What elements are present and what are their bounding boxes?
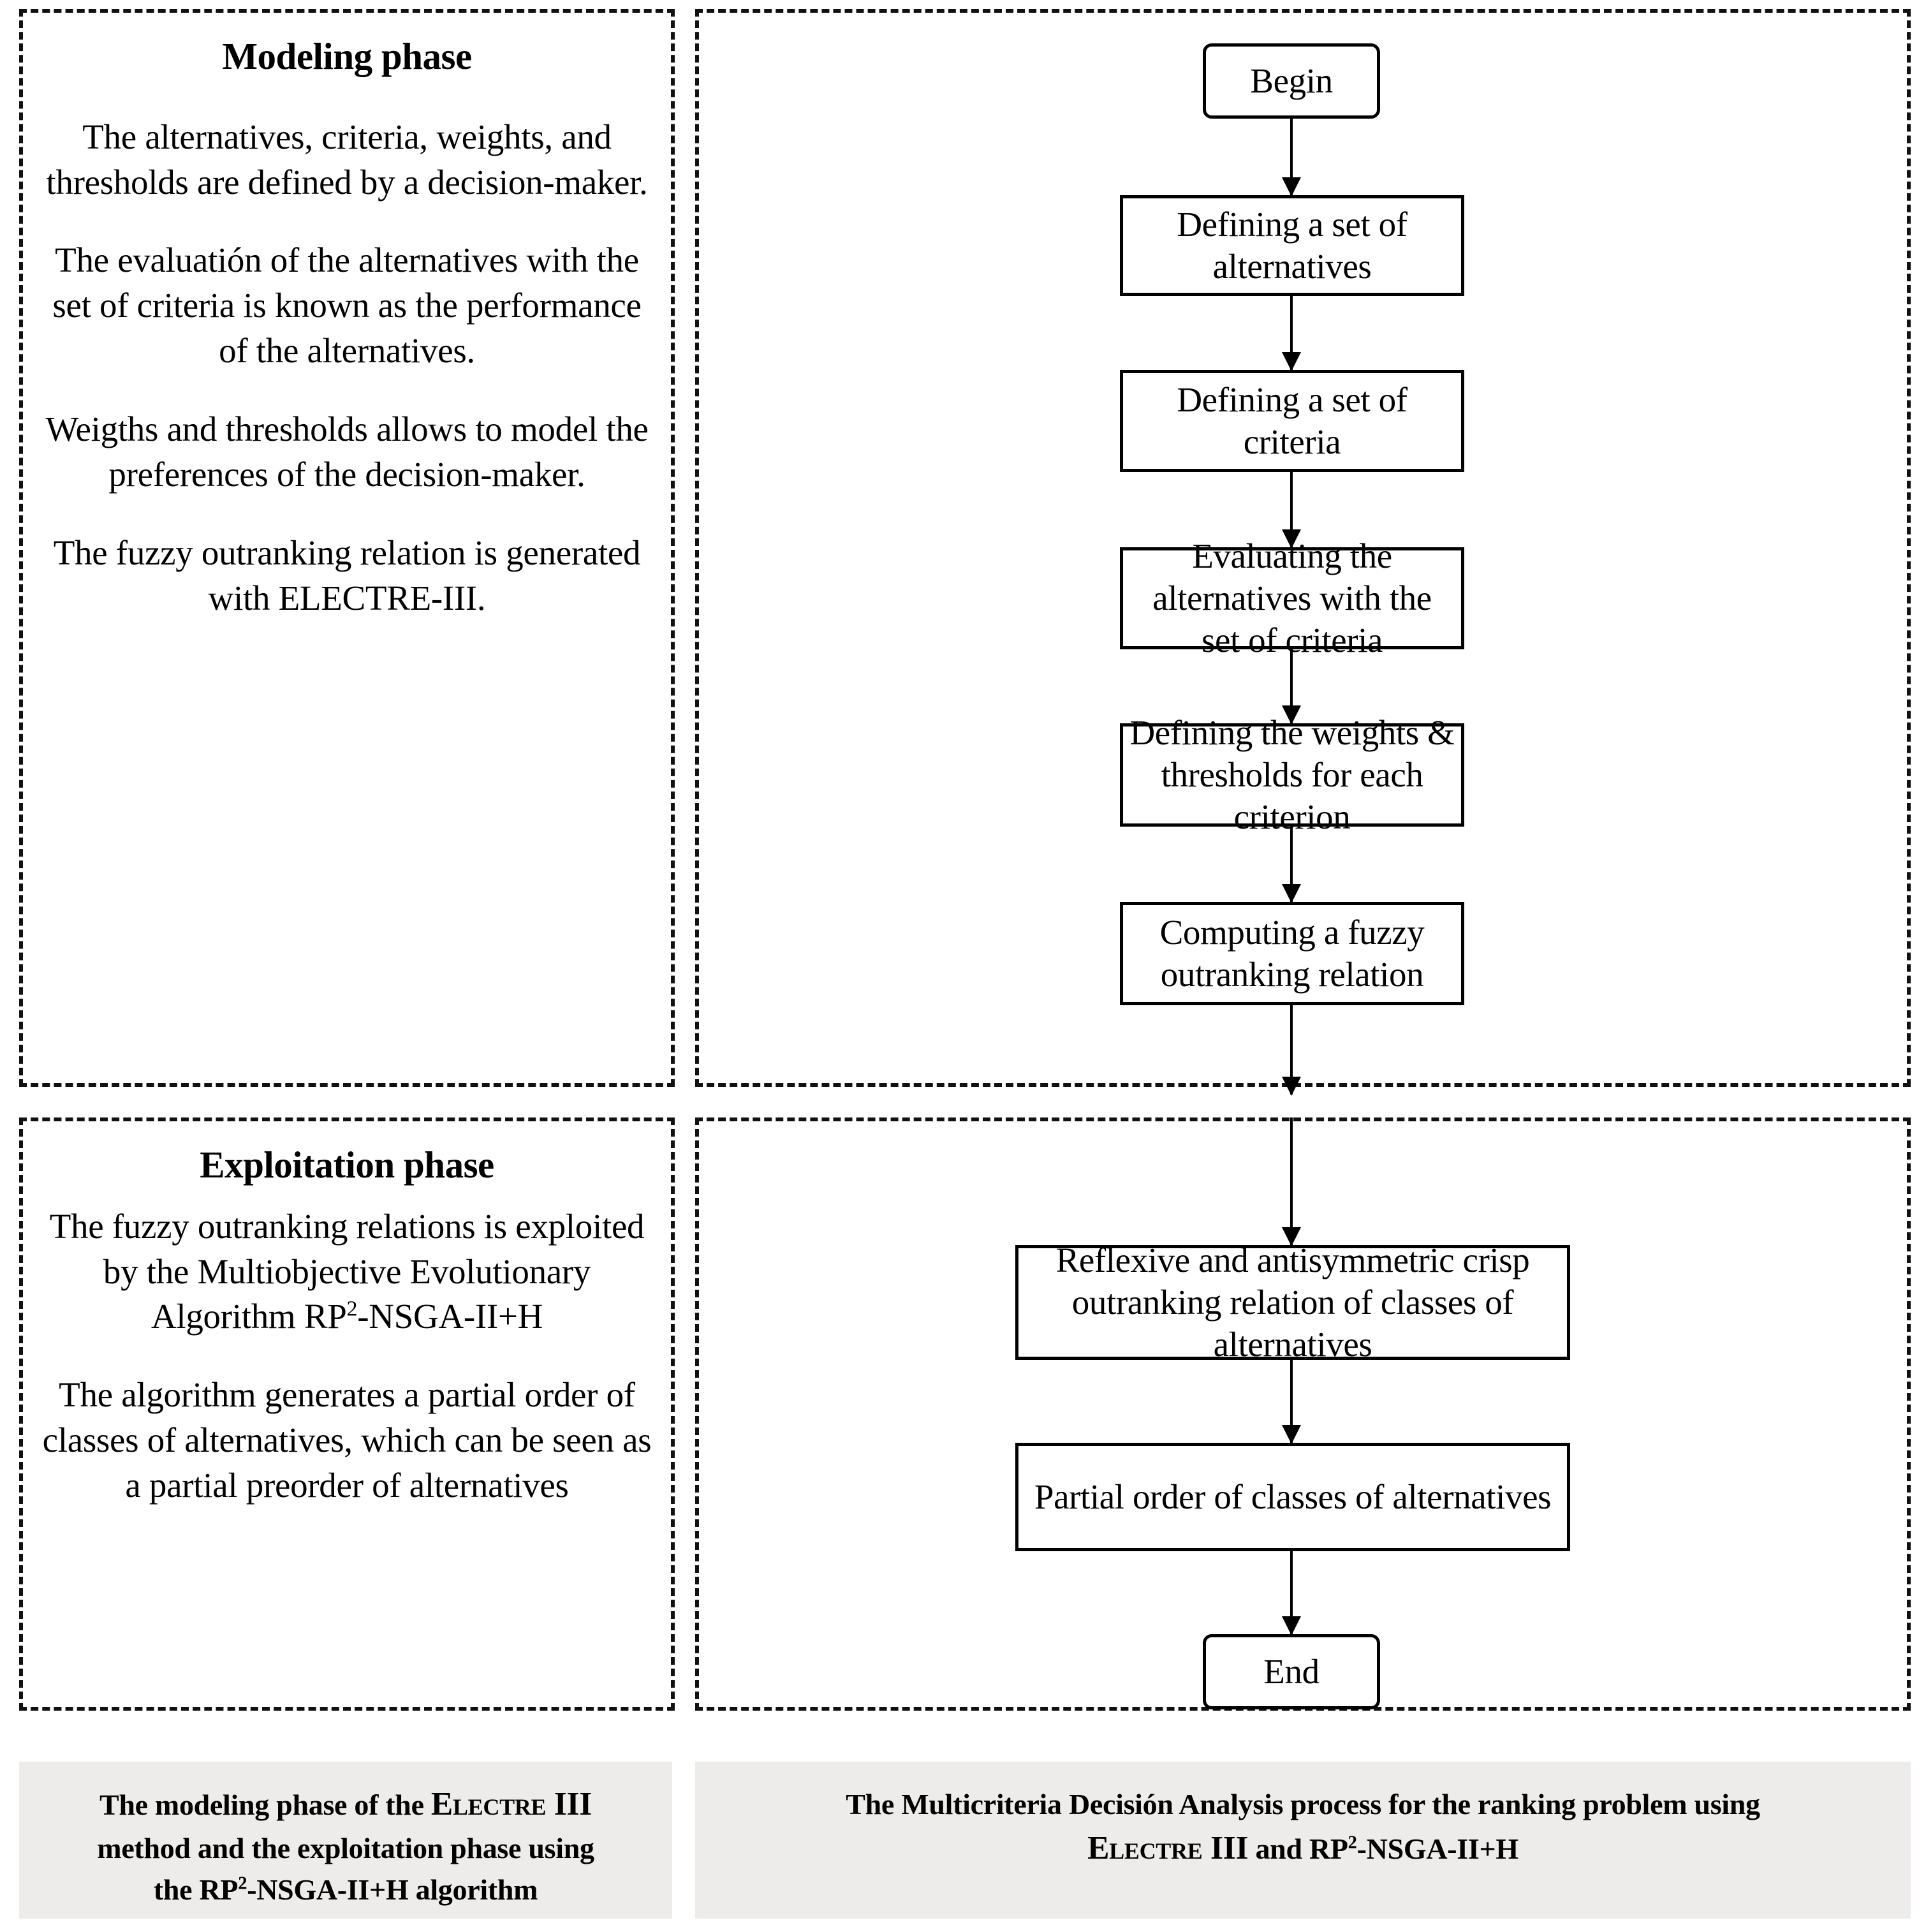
flowchart-top-canvas: Begin Defining a set of alternatives Def… [699,13,1907,1095]
flow-node-define-criteria[interactable]: Defining a set of criteria [1120,370,1464,472]
flowchart-modeling-panel: Begin Defining a set of alternatives Def… [695,9,1911,1095]
exploitation-paragraph-1-prefix: The fuzzy outranking relations is exploi… [49,1206,645,1336]
caption-left-line1-smallcaps: Electre III [430,1786,592,1822]
flow-arrow-partial-order-to-end [1290,1551,1293,1634]
caption-left-line3-superscript: 2 [238,1874,247,1894]
flow-node-evaluate-alternatives[interactable]: Evaluating the alternatives with the set… [1120,536,1464,660]
modeling-paragraph-4: The fuzzy outranking relation is generat… [53,533,641,618]
flow-arrow-crisp-to-partial-order [1290,1360,1293,1443]
flowchart-bottom-canvas: Reflexive and antisymmetric crisp outran… [699,1117,1907,1709]
exploitation-paragraph-1-superscript: 2 [346,1297,358,1322]
flow-arrow-begin-to-alternatives [1290,119,1293,195]
flow-arrow-bridge-to-crisp [1290,1117,1293,1245]
caption-right-line2-prefix: and RP [1248,1832,1348,1866]
caption-left-line2: method and the exploitation phase using [97,1832,594,1865]
modeling-phase-title: Modeling phase [222,35,472,77]
flow-node-define-weights[interactable]: Defining the weights & thresholds for ea… [1120,713,1464,836]
flow-connector-panel-bridge-top [1290,1005,1293,1095]
flow-arrow-alternatives-to-criteria [1290,296,1293,370]
flow-arrow-weights-to-fuzzy [1290,827,1293,902]
caption-left: The modeling phase of the Electre III me… [19,1762,672,1919]
modeling-paragraph-1: The alternatives, criteria, weights, and… [46,117,648,202]
caption-right: The Multicriteria Decisión Analysis proc… [695,1762,1911,1919]
flow-node-begin[interactable]: Begin [1203,43,1380,119]
flow-arrow-evaluate-to-weights [1290,649,1293,723]
modeling-phase-panel: Modeling phase The alternatives, criteri… [19,9,675,1087]
caption-right-line2-smallcaps: Electre III [1087,1830,1249,1867]
caption-right-line1: The Multicriteria Decisión Analysis proc… [846,1788,1760,1820]
flow-node-end[interactable]: End [1203,1634,1380,1709]
flow-node-define-alternatives[interactable]: Defining a set of alternatives [1120,195,1464,296]
exploitation-paragraph-1: The fuzzy outranking relations is exploi… [40,1204,654,1340]
flow-arrow-criteria-to-evaluate [1290,472,1293,547]
modeling-paragraph-2: The evaluatión of the alternatives with … [52,240,642,371]
modeling-paragraph-3: Weigths and thresholds allows to model t… [45,409,649,494]
caption-left-line1-text: The modeling phase of the [99,1788,431,1821]
caption-right-line2-superscript: 2 [1348,1832,1357,1853]
caption-left-line3-prefix: the RP [153,1873,239,1906]
caption-left-line3-suffix: -NSGA-II+H algorithm [247,1873,538,1906]
exploitation-paragraph-1-suffix: -NSGA-II+H [357,1297,543,1336]
flow-node-partial-order[interactable]: Partial order of classes of alternatives [1015,1443,1570,1551]
flow-node-compute-fuzzy[interactable]: Computing a fuzzy outranking relation [1120,902,1464,1005]
flow-node-crisp-outranking[interactable]: Reflexive and antisymmetric crisp outran… [1015,1241,1570,1364]
caption-right-line2-suffix: -NSGA-II+H [1356,1832,1519,1866]
flowchart-exploitation-panel: Reflexive and antisymmetric crisp outran… [695,1117,1911,1711]
exploitation-paragraph-2: The algorithm generates a partial order … [42,1375,652,1505]
exploitation-phase-title: Exploitation phase [200,1144,494,1186]
exploitation-phase-panel: Exploitation phase The fuzzy outranking … [19,1117,675,1711]
